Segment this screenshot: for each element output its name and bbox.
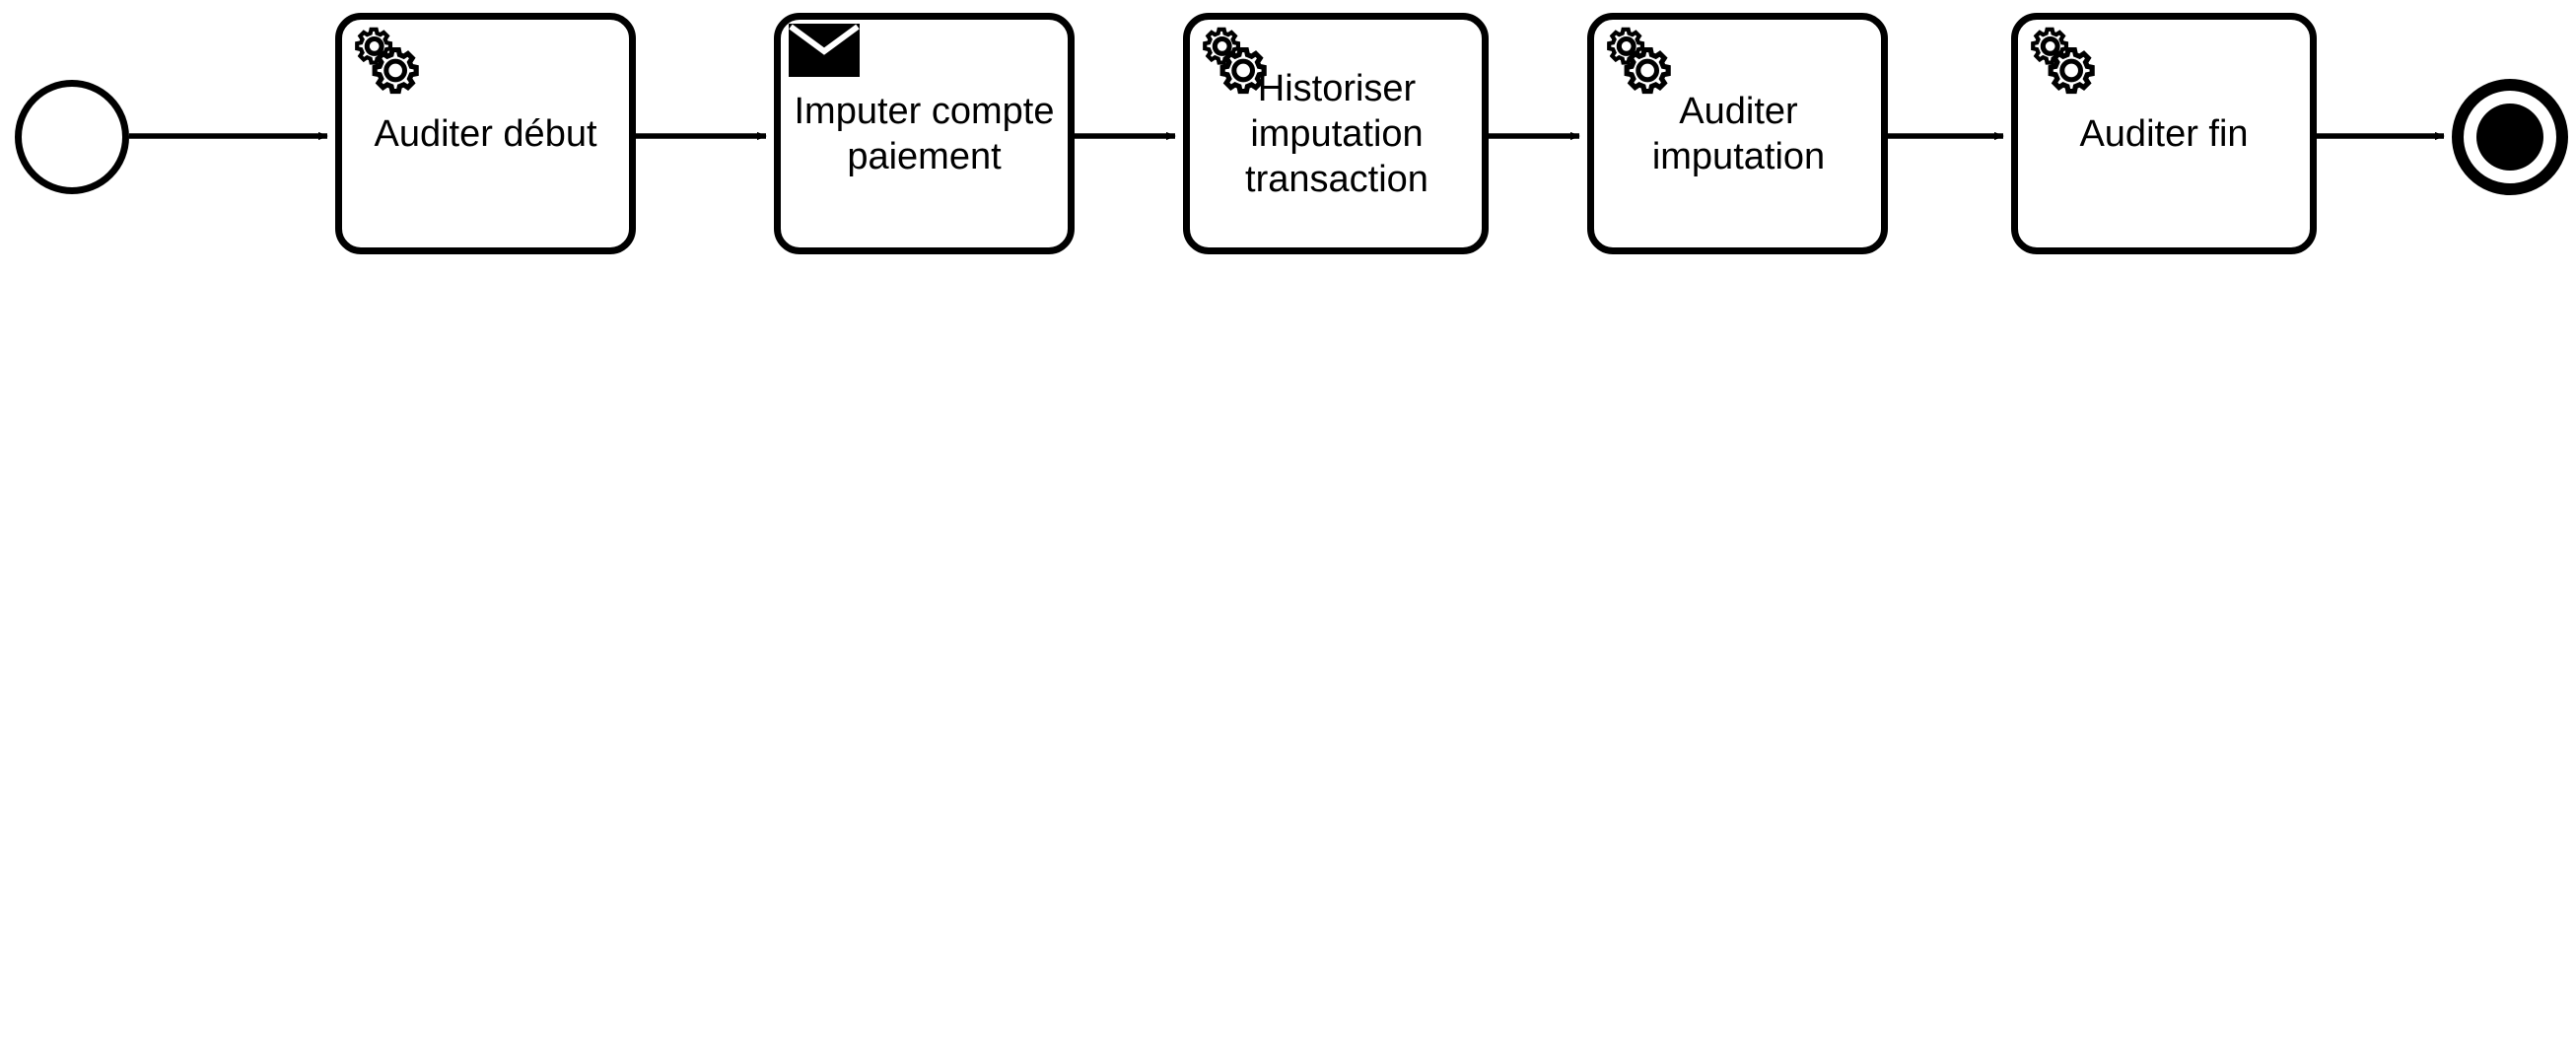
task-auditer-imputation[interactable]	[1587, 13, 1888, 254]
task-historiser-imputation-transaction[interactable]	[1183, 13, 1489, 254]
task-auditer-debut[interactable]	[335, 13, 636, 254]
end-event-inner-disc	[2476, 104, 2543, 171]
start-event[interactable]	[15, 80, 129, 194]
task-imputer-compte-paiement[interactable]	[774, 13, 1075, 254]
end-event[interactable]	[2452, 79, 2568, 195]
task-auditer-fin[interactable]	[2011, 13, 2317, 254]
